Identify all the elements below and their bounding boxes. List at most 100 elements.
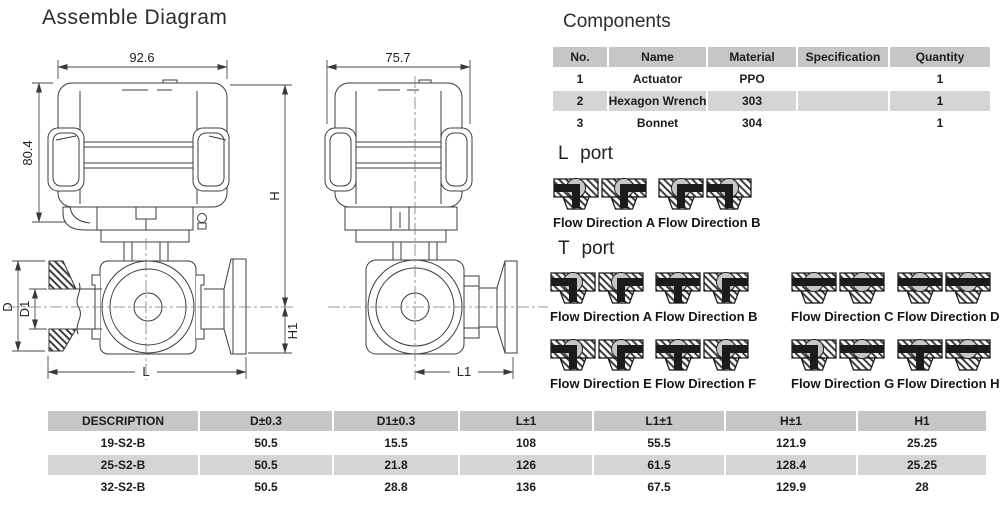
assembly-drawing: 92.6 80.4: [0, 50, 548, 380]
valve-tee-icon: [655, 333, 701, 371]
front-view-drawing: 92.6 80.4: [0, 50, 300, 380]
cell: 25-S2-B: [48, 455, 198, 475]
t-port-direction-a: Flow Direction A: [550, 266, 652, 324]
cell: 128.4: [726, 455, 856, 475]
flow-direction-label: Flow Direction A: [550, 309, 653, 324]
components-title: Components: [563, 11, 671, 32]
col-header: DESCRIPTION: [48, 411, 198, 431]
cell: 304: [741, 116, 763, 130]
cell: PPO: [739, 72, 765, 86]
cell: 1: [936, 116, 944, 130]
dim-front-height-label: 80.4: [20, 140, 35, 165]
flow-direction-label: Flow Direction G: [791, 376, 895, 391]
valve-horizontal-icon: [791, 266, 837, 304]
cell: 1: [576, 72, 584, 86]
dim-h-label: H: [267, 191, 282, 200]
valve-horizontal-icon: [897, 266, 943, 304]
t-port-direction-d: Flow Direction D: [897, 266, 1000, 324]
dim-d1-label: D1: [17, 301, 32, 318]
flow-direction-label: Flow Direction C: [791, 309, 894, 324]
cell: 1: [890, 91, 990, 111]
valve-corner-right-icon: [598, 333, 644, 371]
cell: 28.8: [384, 480, 408, 494]
cell: 32-S2-B: [100, 480, 146, 494]
side-view-drawing: 75.7: [324, 50, 548, 380]
col-header: D1±0.3: [334, 411, 458, 431]
cell: 1: [936, 72, 944, 86]
t-port-direction-e: Flow Direction E: [550, 333, 652, 391]
col-header: Name: [609, 47, 706, 67]
cell: [798, 113, 888, 133]
valve-corner-right-icon: [598, 266, 644, 304]
l-port-heading: L port: [558, 143, 613, 164]
cell: 50.5: [254, 436, 278, 450]
valve-corner-left-icon: [706, 172, 752, 210]
cell: 303: [708, 91, 796, 111]
valve-corner-left-icon: [550, 333, 596, 371]
l-port-direction-a: Flow Direction A: [553, 172, 655, 230]
cell: 67.5: [647, 480, 671, 494]
col-header: L±1: [460, 411, 592, 431]
cell: 15.5: [384, 436, 408, 450]
valve-corner-left-icon: [553, 172, 599, 210]
cell: Hexagon Wrench: [609, 91, 706, 111]
flow-direction-label: Flow Direction B: [658, 215, 761, 230]
col-header: Material: [708, 47, 796, 67]
col-header: D±0.3: [200, 411, 332, 431]
cell: 19-S2-B: [100, 436, 146, 450]
valve-corner-right-icon: [703, 266, 749, 304]
valve-corner-right-icon: [658, 172, 704, 210]
col-header: Specification: [798, 47, 888, 67]
cell: 136: [515, 480, 537, 494]
cell: 55.5: [647, 436, 671, 450]
cell: 50.5: [254, 480, 278, 494]
t-port-direction-c: Flow Direction C: [791, 266, 894, 324]
components-table: No. Name Material Specification Quantity…: [553, 47, 990, 133]
valve-horizontal-icon: [839, 266, 885, 304]
col-header: L1±1: [594, 411, 724, 431]
valve-tee-icon: [655, 266, 701, 304]
cell: 126: [460, 455, 592, 475]
col-header: H±1: [726, 411, 856, 431]
valve-horizontal-icon: [945, 333, 991, 371]
col-header: No.: [553, 47, 607, 67]
cell: 21.8: [334, 455, 458, 475]
col-header: Quantity: [890, 47, 990, 67]
dimensions-table: DESCRIPTION D±0.3 D1±0.3 L±1 L1±1 H±1 H1…: [48, 411, 986, 497]
cell: [798, 69, 888, 89]
t-port-direction-g: Flow Direction G: [791, 333, 894, 391]
cell: 108: [515, 436, 537, 450]
cell: 25.25: [858, 455, 986, 475]
valve-corner-left-icon: [791, 333, 837, 371]
valve-corner-right-icon: [601, 172, 647, 210]
valve-corner-right-icon: [703, 333, 749, 371]
cell: 2: [553, 91, 607, 111]
dim-h1-label: H1: [285, 323, 300, 340]
valve-horizontal-icon: [945, 266, 991, 304]
flow-direction-label: Flow Direction B: [655, 309, 758, 324]
flow-direction-label: Flow Direction A: [553, 215, 656, 230]
dim-l1-label: L1: [457, 364, 471, 379]
valve-corner-left-icon: [550, 266, 596, 304]
cell: 25.25: [906, 436, 938, 450]
cell: 121.9: [775, 436, 807, 450]
cell: 129.9: [775, 480, 807, 494]
cell: 50.5: [200, 455, 332, 475]
dim-front-width-label: 92.6: [129, 50, 154, 65]
dim-side-width-label: 75.7: [385, 50, 410, 65]
page-title: Assemble Diagram: [42, 6, 228, 29]
valve-horizontal-icon: [839, 333, 885, 371]
flow-direction-label: Flow Direction H: [897, 376, 1000, 391]
t-port-heading: T port: [558, 238, 615, 259]
t-port-direction-h: Flow Direction H: [897, 333, 1000, 391]
l-port-direction-b: Flow Direction B: [658, 172, 761, 230]
cell: 28: [915, 480, 929, 494]
flow-direction-label: Flow Direction E: [550, 376, 652, 391]
cell: Bonnet: [636, 116, 679, 130]
cell: Actuator: [632, 72, 683, 86]
flow-direction-label: Flow Direction D: [897, 309, 1000, 324]
t-port-direction-f: Flow Direction F: [655, 333, 756, 391]
cell: [798, 91, 888, 111]
t-port-direction-b: Flow Direction B: [655, 266, 758, 324]
